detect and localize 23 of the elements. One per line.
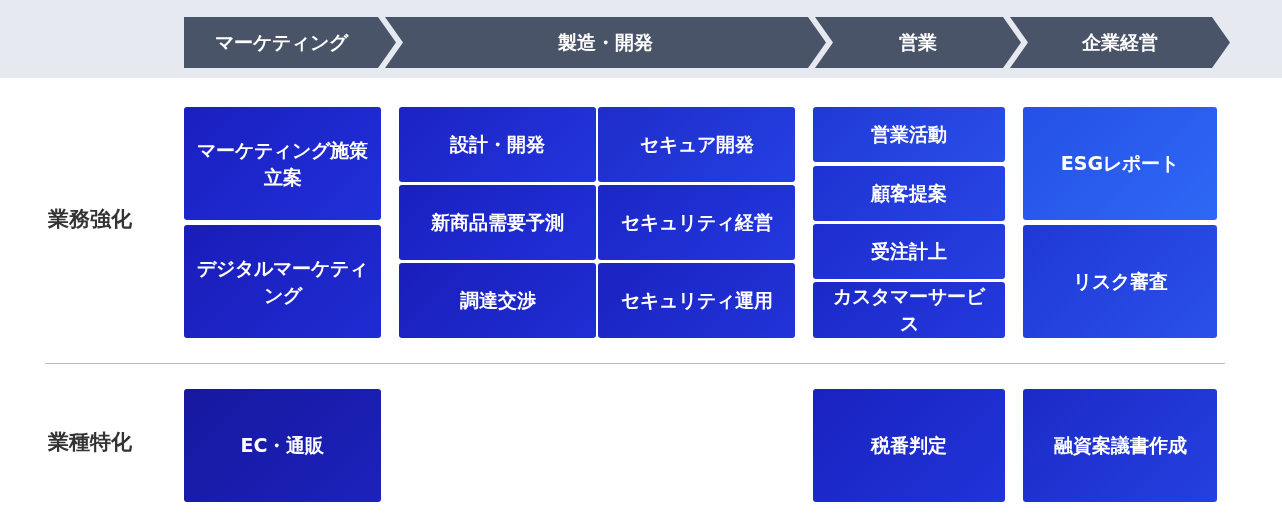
- category-tile: EC・通販: [184, 389, 381, 502]
- category-tile: セキュア開発: [598, 107, 795, 182]
- category-tile: 新商品需要予測: [399, 185, 596, 260]
- category-tile: 顧客提案: [813, 166, 1005, 221]
- row-heading: 業務強化: [48, 206, 132, 233]
- category-tile: カスタマーサービス: [813, 282, 1005, 338]
- category-tile: 調達交渉: [399, 263, 596, 338]
- category-tile: リスク審査: [1023, 225, 1217, 338]
- category-tile: セキュリティ経営: [598, 185, 795, 260]
- chevron-tab: 企業経営: [1010, 17, 1230, 68]
- category-tile: セキュリティ運用: [598, 263, 795, 338]
- category-tile: 融資案議書作成: [1023, 389, 1217, 502]
- row-heading: 業種特化: [48, 429, 132, 456]
- chevron-tab: マーケティング: [184, 17, 396, 68]
- category-tile: 税番判定: [813, 389, 1005, 502]
- category-tile: 設計・開発: [399, 107, 596, 182]
- category-tile: ESGレポート: [1023, 107, 1217, 220]
- chevron-tab: 営業: [815, 17, 1021, 68]
- category-tile: 営業活動: [813, 107, 1005, 162]
- category-tile: 受注計上: [813, 224, 1005, 279]
- category-tile: マーケティング施策立案: [184, 107, 381, 220]
- chevron-tab: 製造・開発: [385, 17, 826, 68]
- category-tile: デジタルマーケティング: [184, 225, 381, 338]
